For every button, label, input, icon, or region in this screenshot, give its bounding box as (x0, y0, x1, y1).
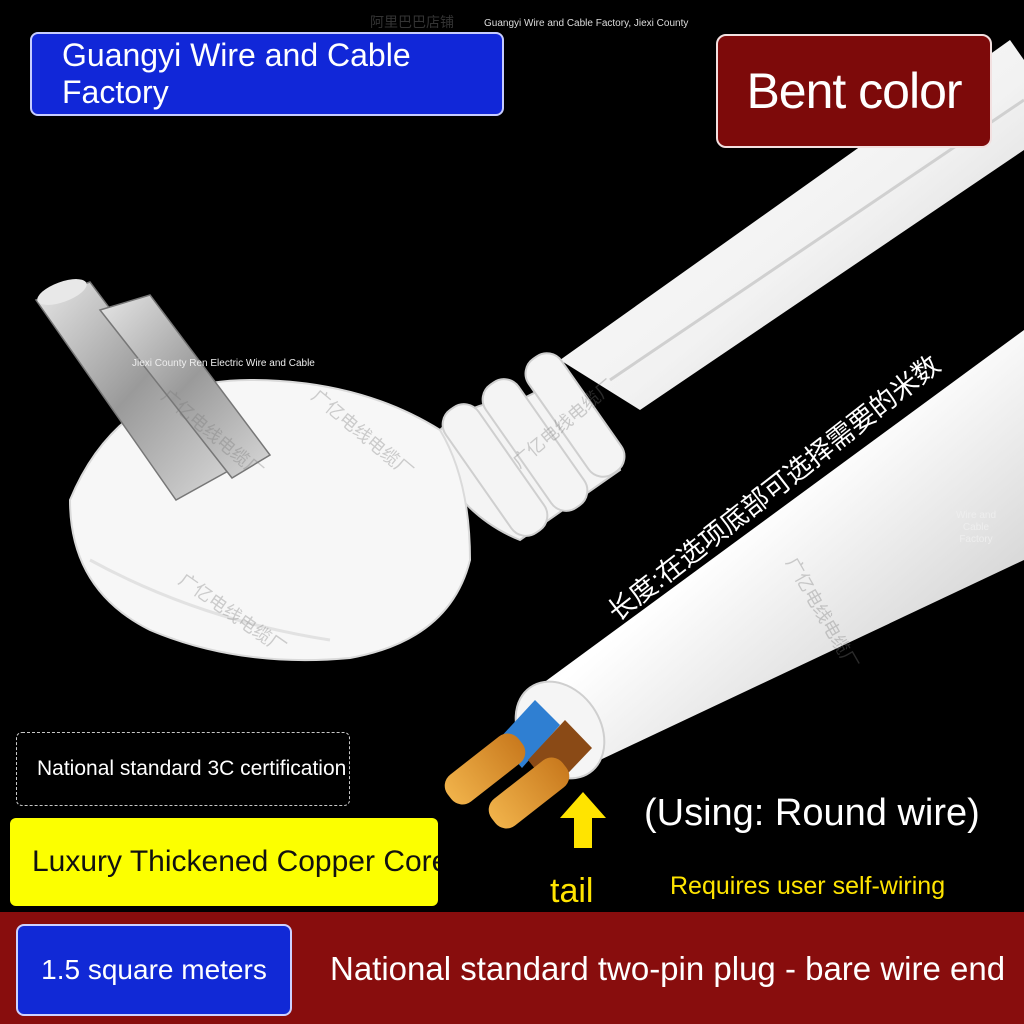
factory-banner: Guangyi Wire and Cable Factory (30, 32, 504, 116)
copper-strands (444, 733, 570, 829)
wire-area-badge: 1.5 square meters (16, 924, 292, 1016)
copper-core-banner: Luxury Thickened Copper Core (10, 818, 438, 906)
using-round-wire: (Using: Round wire) (644, 792, 980, 834)
up-arrow-icon (560, 792, 606, 848)
bent-color-badge: Bent color (716, 34, 992, 148)
strain-relief (439, 352, 626, 542)
watermark-top: Guangyi Wire and Cable Factory, Jiexi Co… (484, 18, 689, 29)
watermark-left: Jiexi County Ren Electric Wire and Cable (132, 358, 315, 369)
watermark-right: Wire and Cable Factory (955, 510, 996, 545)
tail-label: tail (550, 872, 594, 910)
watermark-top-cn: 阿里巴巴店铺 (370, 14, 454, 30)
plug-description: National standard two-pin plug - bare wi… (330, 950, 1006, 987)
certification-label: National standard 3C certification (16, 732, 350, 806)
self-wiring-note: Requires user self-wiring (670, 872, 946, 900)
plug-pins (34, 279, 272, 501)
